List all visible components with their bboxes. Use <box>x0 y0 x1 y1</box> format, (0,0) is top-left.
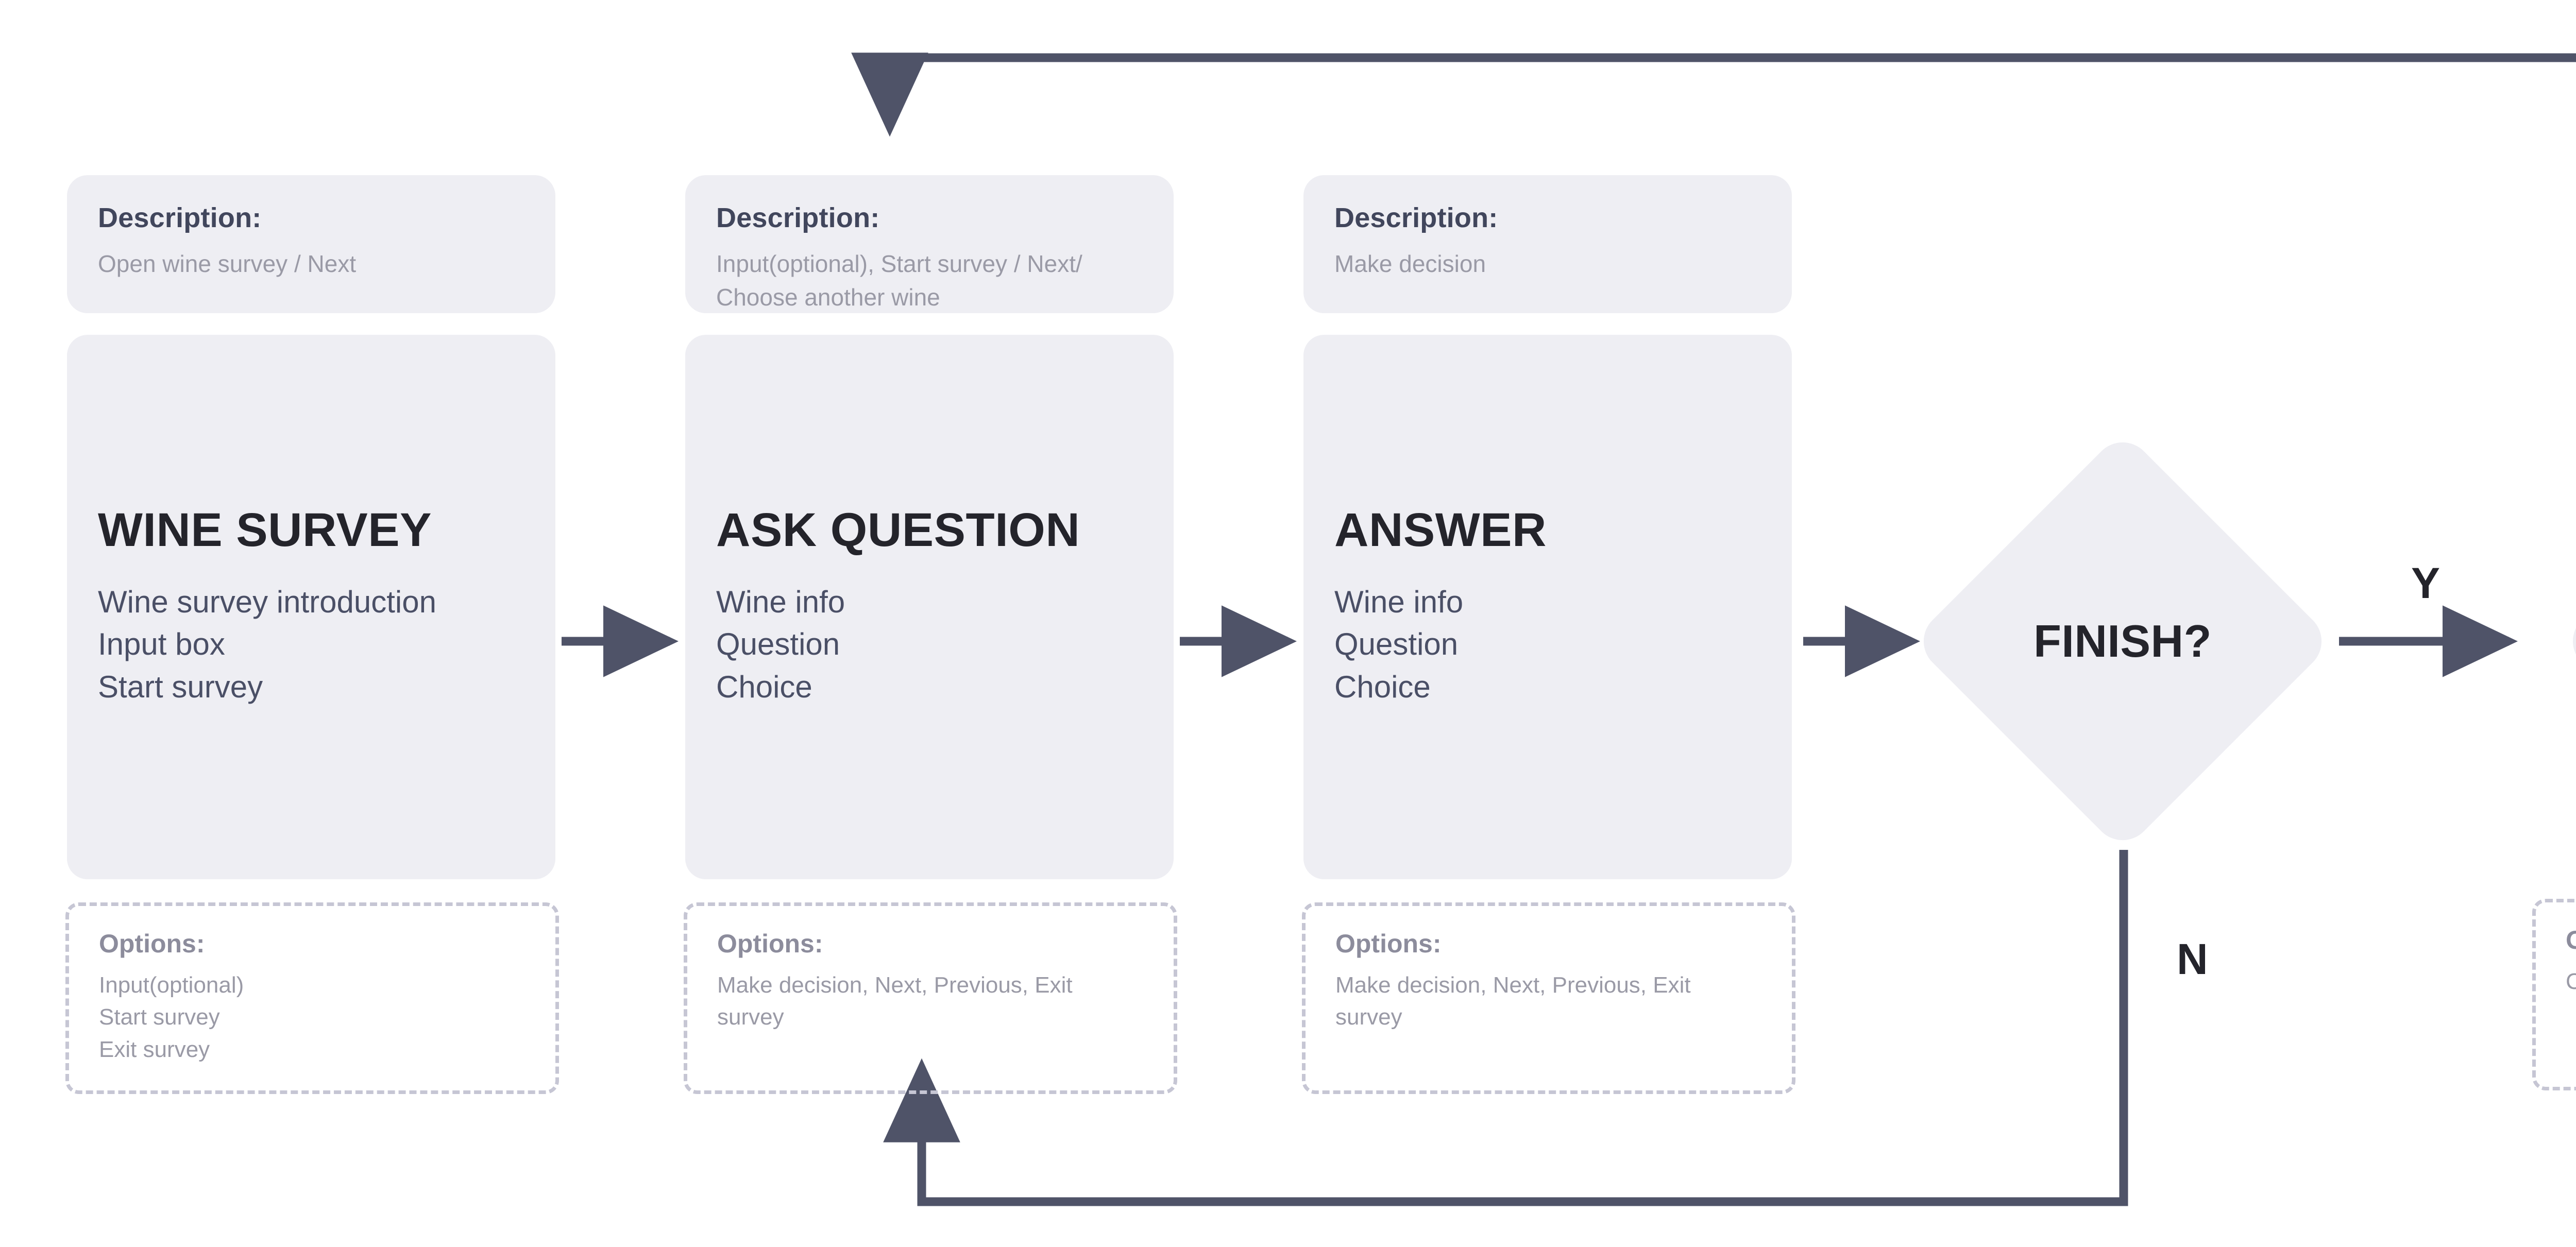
options-text: Make decision, Next, Previous, Exit surv… <box>1335 972 1691 1030</box>
decision-finish[interactable]: FINISH? <box>1911 430 2334 853</box>
options-box-other-wine: Options: Choose another wine, No thank y… <box>2532 899 2576 1090</box>
node-title-answer: ANSWER <box>1334 504 1547 556</box>
decision-label-other-wine: OTHER WINE? <box>2555 492 2576 791</box>
description-text: Input(optional), Start survey / Next/ Ch… <box>716 250 1082 311</box>
options-heading: Options: <box>717 929 823 958</box>
options-box-ask-question: Options: Make decision, Next, Previous, … <box>684 902 1177 1094</box>
options-box-wine-survey: Options: Input(optional) Start survey Ex… <box>65 902 559 1094</box>
options-heading: Options: <box>99 929 205 958</box>
options-heading: Options: <box>1335 929 1442 958</box>
description-text: Open wine survey / Next <box>98 250 357 278</box>
edge-label-finish-yes: Y <box>2411 559 2441 607</box>
node-title-ask-question: ASK QUESTION <box>716 504 1080 556</box>
options-text: Choose another wine, No thank you <box>2566 969 2576 994</box>
node-wine-survey[interactable]: WINE SURVEY Wine survey introduction Inp… <box>67 335 555 879</box>
description-heading: Description: <box>716 202 880 233</box>
description-card-answer: Description: Make decision <box>1303 175 1792 313</box>
description-card-wine-survey: Description: Open wine survey / Next <box>67 175 555 313</box>
node-lines-wine-survey: Wine survey introduction Input box Start… <box>98 584 436 705</box>
edge-label-finish-no: N <box>2177 935 2208 983</box>
node-ask-question[interactable]: ASK QUESTION Wine info Question Choice <box>685 335 1174 879</box>
options-text: Input(optional) Start survey Exit survey <box>99 972 244 1062</box>
options-box-answer: Options: Make decision, Next, Previous, … <box>1302 902 1795 1094</box>
node-title-wine-survey: WINE SURVEY <box>98 504 432 556</box>
description-heading: Description: <box>98 202 262 233</box>
description-heading: Description: <box>1334 202 1498 233</box>
options-heading: Options: <box>2566 926 2576 954</box>
node-answer[interactable]: ANSWER Wine info Question Choice <box>1303 335 1792 879</box>
options-text: Make decision, Next, Previous, Exit surv… <box>717 972 1073 1030</box>
description-text: Make decision <box>1334 250 1486 278</box>
node-lines-answer: Wine info Question Choice <box>1334 584 1464 705</box>
node-lines-ask-question: Wine info Question Choice <box>716 584 845 705</box>
description-card-ask-question: Description: Input(optional), Start surv… <box>685 175 1174 313</box>
decision-label-finish: FINISH? <box>2033 616 2212 667</box>
